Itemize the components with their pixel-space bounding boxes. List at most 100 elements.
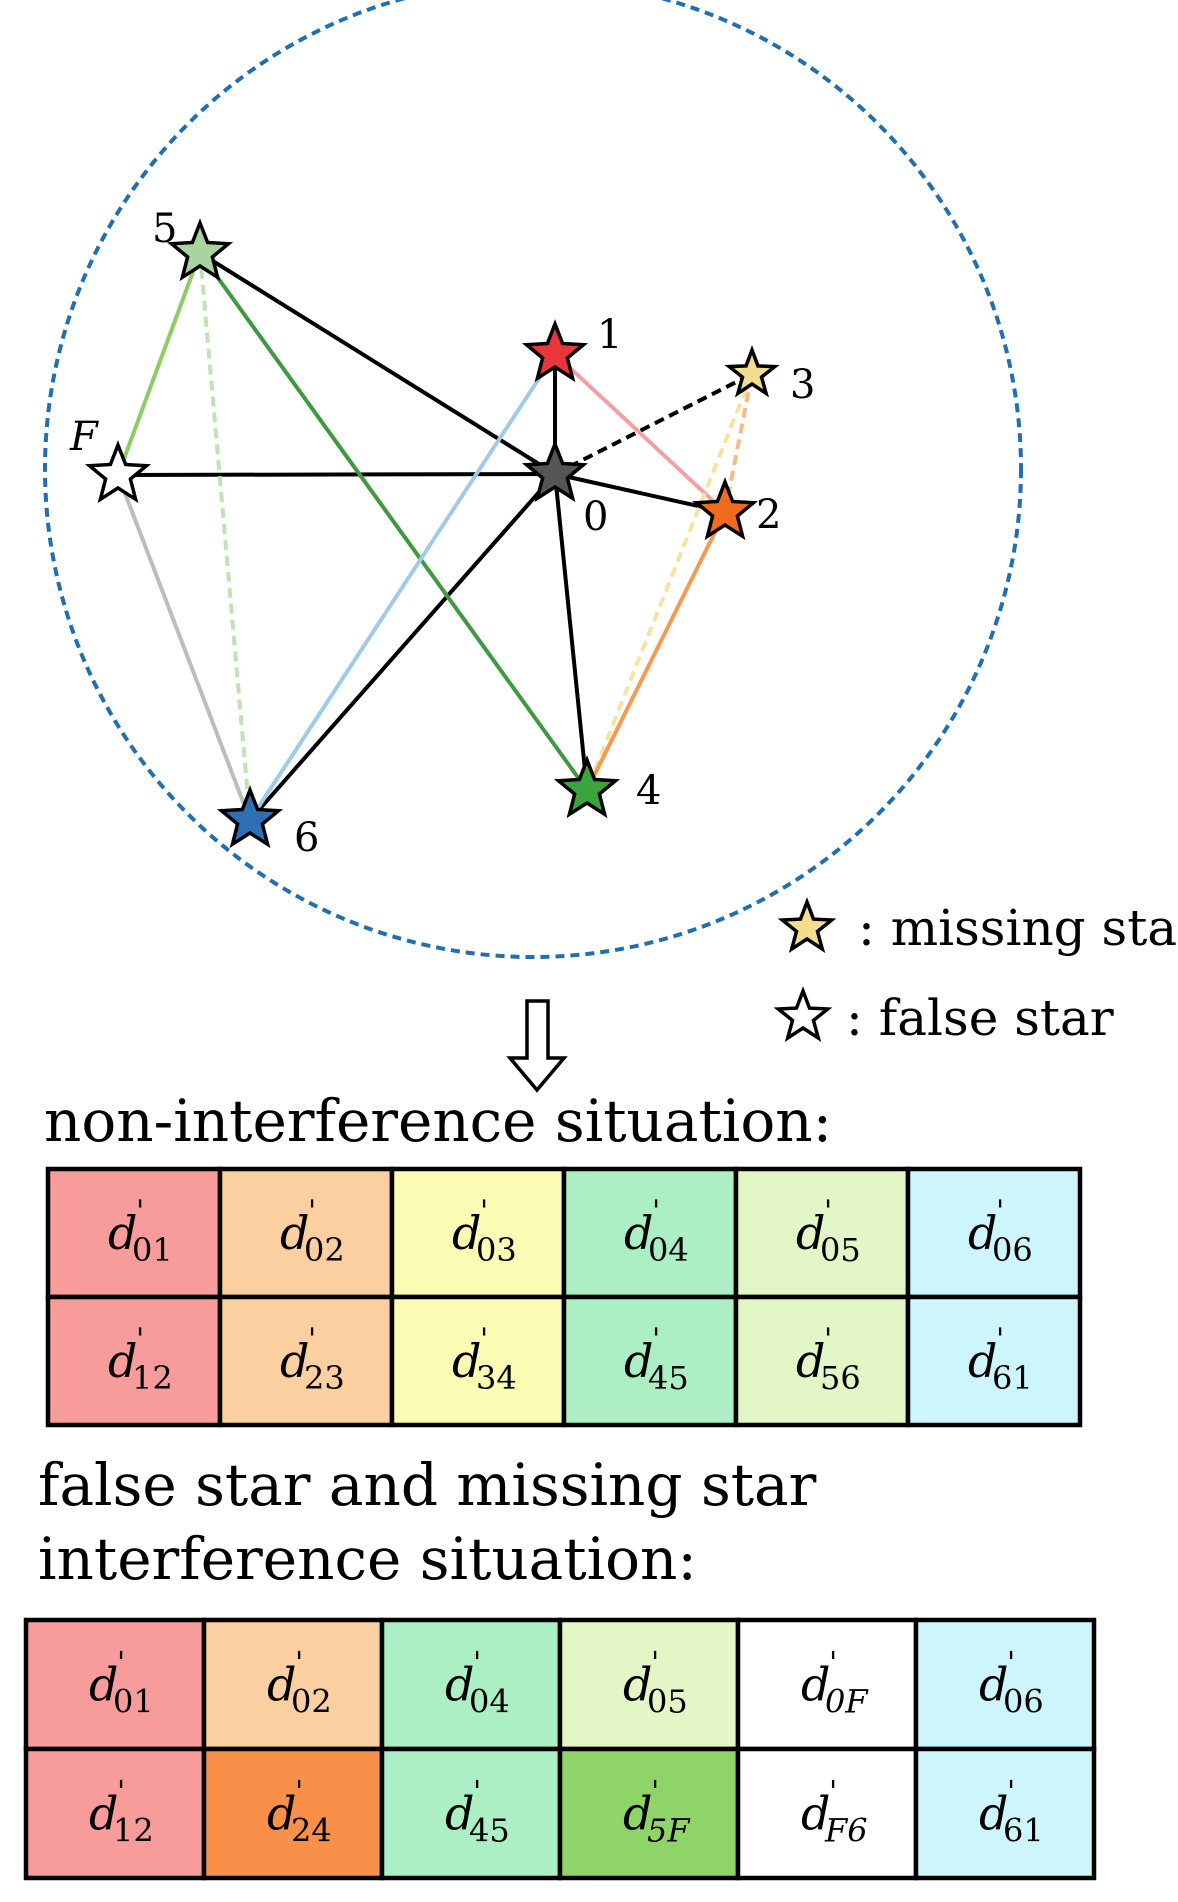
edge-2-4: [585, 511, 727, 791]
cell-symbol: d: [89, 1787, 118, 1841]
cell-background: [913, 1746, 1097, 1881]
false-star-icon: [773, 986, 833, 1042]
edge-F-6: [116, 474, 252, 821]
cell-prime: ': [136, 1322, 144, 1357]
cell-prime: ': [308, 1194, 316, 1229]
cell-subscript: 06: [1003, 1683, 1044, 1721]
cell-background: [735, 1617, 919, 1752]
edge-5-0: [198, 251, 557, 476]
cell-background: [735, 1746, 919, 1881]
edge-0-6: [248, 472, 557, 822]
cell-background: [733, 1294, 911, 1428]
edge-0-4: [553, 473, 589, 791]
cell-prime: ': [117, 1775, 125, 1810]
cell-prime: ': [295, 1775, 303, 1810]
table-cell: d'F6: [735, 1746, 919, 1881]
cell-symbol: d: [108, 1206, 137, 1260]
star-3-icon: [724, 344, 780, 398]
table1-title: non-interference situation:: [44, 1087, 832, 1155]
table-cell: d'0F: [735, 1617, 919, 1752]
cell-subscript: 34: [476, 1359, 517, 1397]
star-label-4: 4: [636, 768, 661, 814]
cell-symbol: d: [445, 1787, 474, 1841]
cell-background: [379, 1746, 563, 1881]
star-label-6: 6: [294, 815, 319, 861]
cell-symbol: d: [968, 1206, 997, 1260]
cell-symbol: d: [452, 1334, 481, 1388]
legend: : missing star: false star: [773, 897, 1178, 1047]
cell-prime: ': [996, 1322, 1004, 1357]
edge-3-4: [585, 373, 754, 791]
cell-prime: ': [824, 1194, 832, 1229]
cell-prime: ': [651, 1775, 659, 1810]
cell-symbol: d: [267, 1787, 296, 1841]
table-cell: d'04: [379, 1617, 563, 1752]
cell-prime: ': [480, 1194, 488, 1229]
cell-symbol: d: [796, 1206, 825, 1260]
table2-title-line1: false star and missing star: [38, 1451, 817, 1519]
cell-prime: ': [1007, 1646, 1015, 1681]
cell-subscript: 45: [648, 1359, 689, 1397]
cell-subscript: 04: [469, 1683, 510, 1721]
cell-subscript: 23: [304, 1359, 345, 1397]
cell-background: [379, 1617, 563, 1752]
cell-subscript: 0F: [825, 1683, 869, 1721]
cell-subscript: 02: [304, 1231, 345, 1269]
table-cell: d'45: [561, 1294, 739, 1428]
table-cell: d'05: [733, 1166, 911, 1300]
edge-F-0: [117, 472, 556, 477]
cell-symbol: d: [445, 1658, 474, 1712]
cell-symbol: d: [108, 1334, 137, 1388]
table-cell: d'34: [389, 1294, 567, 1428]
table-cell: d'12: [45, 1294, 223, 1428]
cell-background: [23, 1746, 207, 1881]
cell-symbol: d: [624, 1206, 653, 1260]
star-label-0: 0: [583, 494, 608, 540]
cell-background: [217, 1294, 395, 1428]
cell-background: [201, 1617, 385, 1752]
cell-symbol: d: [979, 1787, 1008, 1841]
star-label-5: 5: [152, 206, 177, 252]
edge-5-F: [116, 252, 202, 476]
star-label-3: 3: [790, 362, 815, 408]
down-arrow-icon: [506, 999, 568, 1093]
legend-label-0: : missing star: [858, 899, 1178, 957]
cell-prime: ': [996, 1194, 1004, 1229]
star-edges: [116, 251, 754, 822]
edge-5-4: [198, 251, 589, 792]
table-cell: d'02: [201, 1617, 385, 1752]
star-2-icon: [691, 477, 759, 541]
cell-subscript: 61: [992, 1359, 1033, 1397]
cell-subscript: 03: [476, 1231, 517, 1269]
field-of-view-circle: [43, 0, 1023, 959]
edge-0-2: [554, 472, 726, 514]
cell-subscript: 45: [469, 1812, 510, 1850]
table-cell: d'23: [217, 1294, 395, 1428]
edge-5-6: [198, 252, 252, 821]
cell-prime: ': [652, 1322, 660, 1357]
cell-prime: ': [651, 1646, 659, 1681]
table-cell: d'12: [23, 1746, 207, 1881]
star-F-icon: [84, 440, 152, 504]
cell-prime: ': [480, 1322, 488, 1357]
cell-symbol: d: [801, 1787, 830, 1841]
cell-prime: ': [117, 1646, 125, 1681]
cell-subscript: 12: [113, 1812, 154, 1850]
cell-background: [23, 1617, 207, 1752]
cell-prime: ': [829, 1646, 837, 1681]
cell-symbol: d: [623, 1658, 652, 1712]
cell-subscript: F6: [824, 1812, 868, 1850]
star-label-1: 1: [597, 312, 622, 358]
table-cell: d'01: [45, 1166, 223, 1300]
edge-0-3: [554, 372, 753, 476]
cell-background: [913, 1617, 1097, 1752]
cell-background: [557, 1617, 741, 1752]
cell-subscript: 61: [1003, 1812, 1044, 1850]
edge-1-2: [553, 352, 727, 514]
star-5-icon: [166, 218, 234, 282]
cell-symbol: d: [267, 1658, 296, 1712]
